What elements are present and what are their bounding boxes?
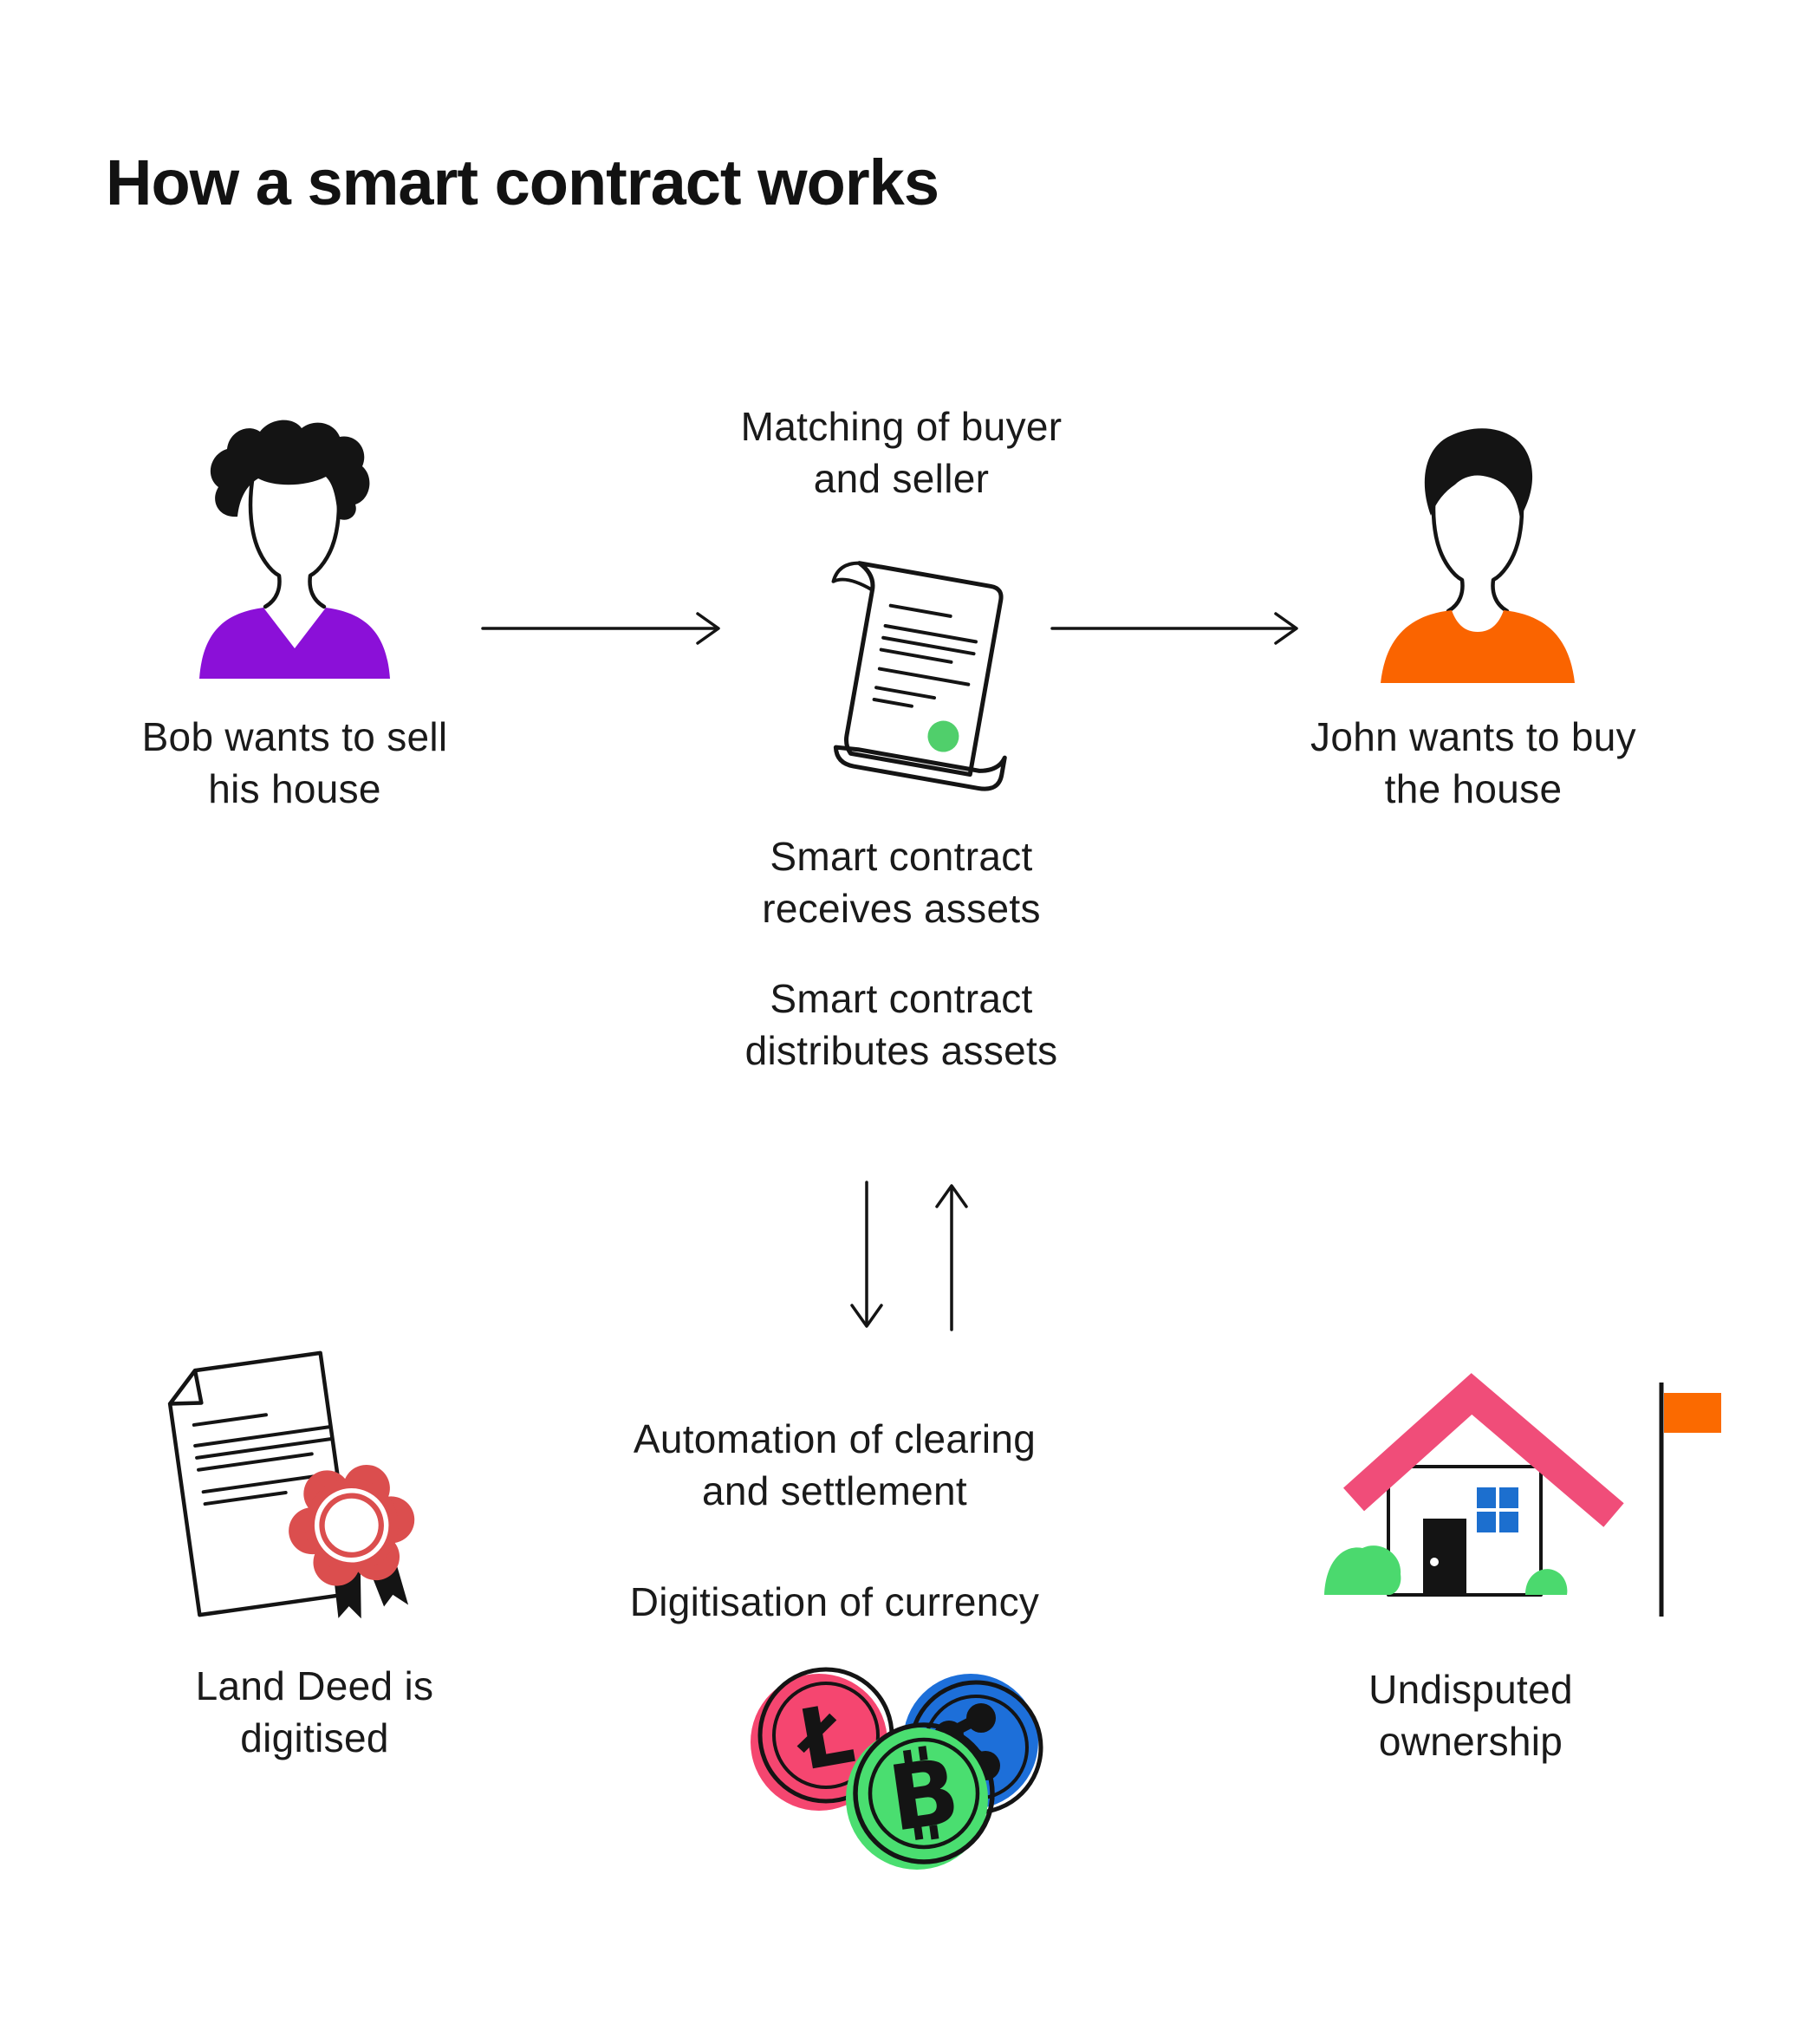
deed-label: Land Deed is digitised	[195, 1663, 434, 1760]
flag-icon	[1664, 1393, 1721, 1433]
bitcoin-coin-icon: B	[846, 1722, 995, 1870]
land-deed-icon	[130, 1345, 416, 1640]
distributes-label: Smart contract distributes assets	[744, 976, 1058, 1073]
window-icon	[1477, 1487, 1518, 1532]
crypto-coins-icon: Ł B	[750, 1667, 1049, 1872]
receives-label: Smart contract receives assets	[762, 834, 1041, 931]
digitisation-label: Digitisation of currency	[629, 1579, 1040, 1624]
arrow-up-icon	[931, 1181, 972, 1331]
litecoin-coin-icon: Ł	[751, 1667, 894, 1811]
seller-label: Bob wants to sell his house	[141, 714, 448, 811]
seller-avatar-icon	[173, 420, 416, 683]
ownership-label: Undisputed ownership	[1368, 1667, 1573, 1764]
buyer-label: John wants to buy the house	[1310, 714, 1636, 811]
automation-label: Automation of clearing and settlement	[633, 1416, 1037, 1513]
bush-icon	[1525, 1569, 1568, 1595]
arrow-down-icon	[846, 1181, 887, 1331]
buyer-avatar-icon	[1356, 427, 1599, 687]
page-title: How a smart contract works	[106, 146, 939, 218]
door-icon	[1423, 1519, 1466, 1593]
contract-icon	[767, 550, 1036, 810]
bush-icon	[1324, 1545, 1401, 1595]
rosette-seal-icon	[289, 1464, 415, 1586]
matching-label: Matching of buyer and seller	[740, 404, 1063, 501]
house-icon	[1324, 1370, 1732, 1621]
arrow-right-icon	[481, 608, 724, 649]
arrow-right-icon	[1050, 608, 1302, 649]
